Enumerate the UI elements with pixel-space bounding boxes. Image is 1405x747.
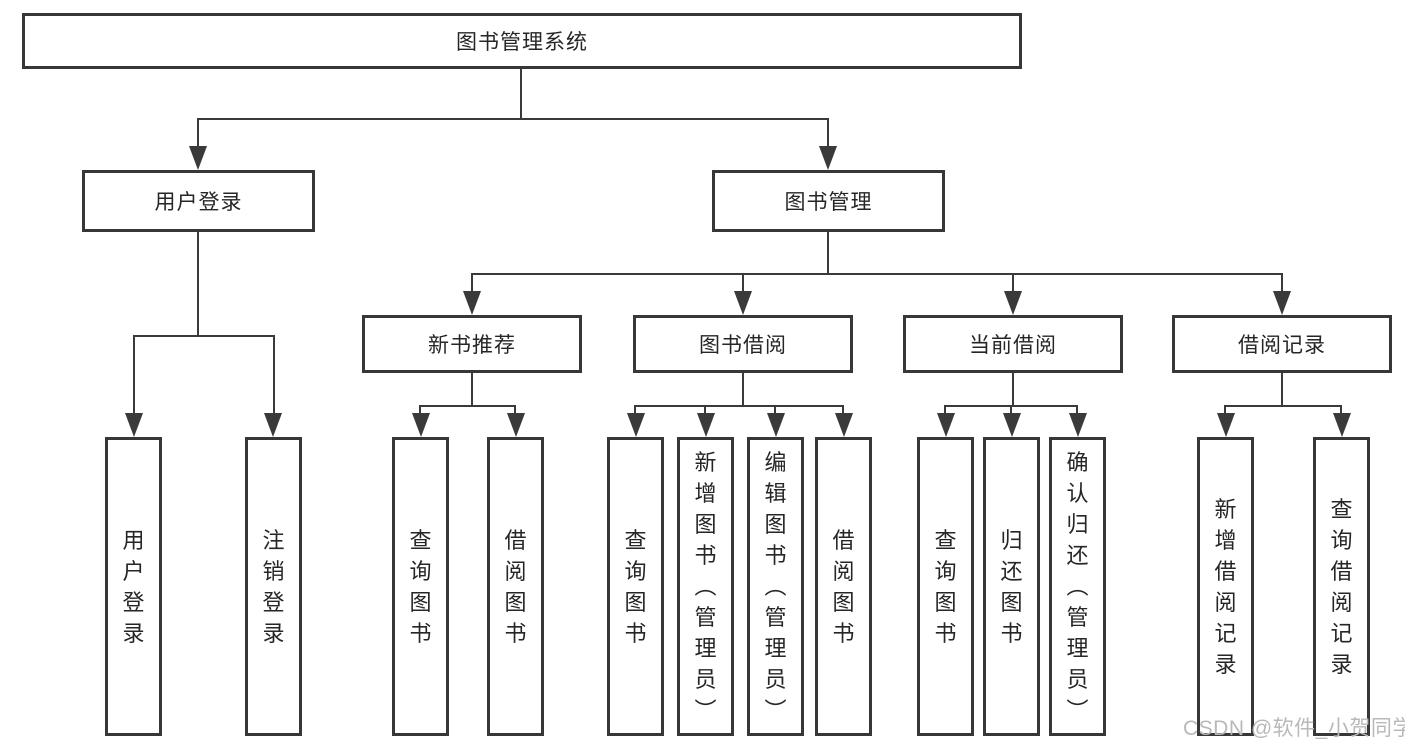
- connector-line: [471, 373, 473, 407]
- arrow-down-icon: [1004, 291, 1022, 315]
- leaf-label: 借阅图书: [504, 527, 527, 646]
- leaf-label: 用户登录: [122, 527, 145, 646]
- connector-line: [273, 335, 275, 415]
- node-library-management-system: 图书管理系统: [22, 13, 1022, 69]
- connector-line: [704, 405, 706, 415]
- arrow-down-icon: [1217, 413, 1235, 437]
- node-label: 用户登录: [154, 191, 243, 214]
- node-book-management: 图书管理: [712, 170, 945, 232]
- leaf-add-books-admin: 新增图书︵管理员︶: [677, 437, 734, 736]
- arrow-down-icon: [627, 413, 645, 437]
- arrow-down-icon: [767, 413, 785, 437]
- leaf-query-books: 查询图书: [607, 437, 664, 736]
- connector-line: [133, 335, 135, 415]
- connector-line: [197, 232, 199, 336]
- node-label: 新书推荐: [428, 334, 516, 357]
- leaf-label: 查询图书: [624, 527, 647, 646]
- arrow-down-icon: [507, 413, 525, 437]
- leaf-edit-books-admin: 编辑图书︵管理员︶: [747, 437, 804, 736]
- connector-line: [471, 273, 1282, 275]
- leaf-confirm-return-admin: 确认归还︵管理员︶: [1049, 437, 1106, 736]
- leaf-query-books: 查询图书: [917, 437, 974, 736]
- arrow-down-icon: [125, 413, 143, 437]
- leaf-label: 查询图书: [934, 527, 957, 646]
- connector-line: [133, 335, 275, 337]
- arrow-down-icon: [1069, 413, 1087, 437]
- connector-line: [471, 273, 473, 293]
- arrow-down-icon: [463, 291, 481, 315]
- connector-line: [774, 405, 776, 415]
- connector-line: [514, 405, 516, 415]
- node-label: 图书管理系统: [456, 31, 588, 54]
- connector-line: [419, 405, 421, 415]
- arrow-down-icon: [697, 413, 715, 437]
- leaf-label: 确认归还︵管理员︶: [1066, 450, 1089, 723]
- connector-line: [1010, 405, 1012, 415]
- connector-line: [420, 405, 516, 407]
- leaf-label: 注销登录: [262, 527, 285, 646]
- connector-line: [1012, 373, 1014, 407]
- connector-line: [1340, 405, 1342, 415]
- node-borrowing-records: 借阅记录: [1172, 315, 1392, 373]
- connector-line: [842, 405, 844, 415]
- leaf-label: 新增图书︵管理员︶: [694, 450, 717, 723]
- leaf-label: 编辑图书︵管理员︶: [764, 450, 787, 723]
- connector-line: [1225, 405, 1342, 407]
- node-current-borrowing: 当前借阅: [903, 315, 1123, 373]
- node-label: 图书管理: [784, 191, 873, 214]
- connector-line: [742, 273, 744, 293]
- node-label: 借阅记录: [1238, 334, 1326, 357]
- leaf-query-borrow-record: 查询借阅记录: [1313, 437, 1370, 736]
- watermark: CSDN @软件_小贺同学: [1183, 717, 1405, 740]
- leaf-borrow-books: 借阅图书: [487, 437, 544, 736]
- node-label: 图书借阅: [699, 334, 787, 357]
- connector-line: [1281, 273, 1283, 293]
- arrow-down-icon: [264, 413, 282, 437]
- leaf-query-books: 查询图书: [392, 437, 449, 736]
- node-book-borrowing: 图书借阅: [633, 315, 853, 373]
- arrow-down-icon: [819, 146, 837, 170]
- connector-line: [827, 118, 829, 150]
- arrow-down-icon: [937, 413, 955, 437]
- node-user-login: 用户登录: [82, 170, 315, 232]
- arrow-down-icon: [1333, 413, 1351, 437]
- leaf-return-books: 归还图书: [983, 437, 1040, 736]
- arrow-down-icon: [835, 413, 853, 437]
- connector-line: [635, 405, 844, 407]
- node-new-book-recommendation: 新书推荐: [362, 315, 582, 373]
- connector-line: [634, 405, 636, 415]
- arrow-down-icon: [412, 413, 430, 437]
- connector-line: [1076, 405, 1078, 415]
- leaf-add-borrow-record: 新增借阅记录: [1197, 437, 1254, 736]
- connector-line: [1281, 373, 1283, 407]
- leaf-borrow-books: 借阅图书: [815, 437, 872, 736]
- connector-line: [742, 373, 744, 407]
- leaf-user-login: 用户登录: [105, 437, 162, 736]
- connector-line: [944, 405, 946, 415]
- arrow-down-icon: [189, 146, 207, 170]
- arrow-down-icon: [734, 291, 752, 315]
- leaf-label: 借阅图书: [832, 527, 855, 646]
- node-label: 当前借阅: [969, 334, 1057, 357]
- arrow-down-icon: [1273, 291, 1291, 315]
- leaf-label: 归还图书: [1000, 527, 1023, 646]
- leaf-label: 查询借阅记录: [1330, 496, 1353, 677]
- arrow-down-icon: [1003, 413, 1021, 437]
- leaf-logout: 注销登录: [245, 437, 302, 736]
- connector-line: [197, 118, 199, 150]
- connector-line: [827, 232, 829, 275]
- connector-line: [520, 69, 522, 118]
- connector-line: [197, 118, 829, 120]
- connector-line: [1224, 405, 1226, 415]
- leaf-label: 查询图书: [409, 527, 432, 646]
- connector-line: [1012, 273, 1014, 293]
- leaf-label: 新增借阅记录: [1214, 496, 1237, 677]
